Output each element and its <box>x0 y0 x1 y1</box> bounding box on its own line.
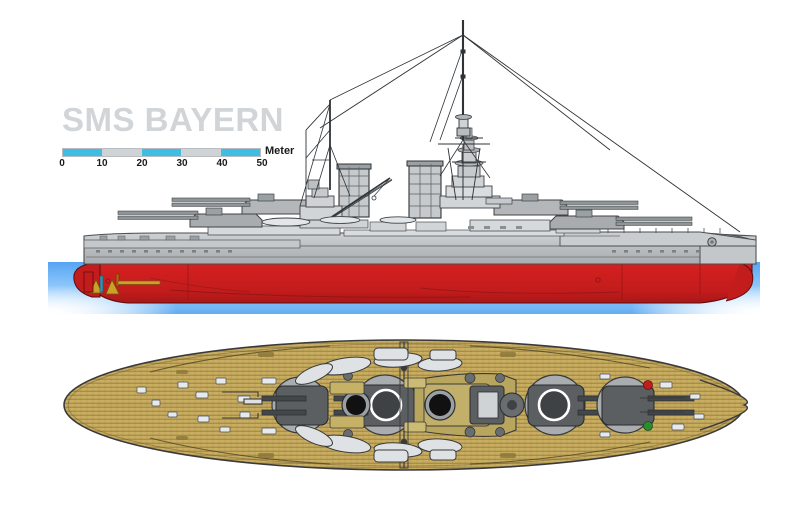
stern-deck-fittings <box>136 377 277 435</box>
plan-superstructure <box>329 341 525 469</box>
nav-light-port-icon <box>643 380 653 390</box>
funnel-fwd <box>406 160 444 219</box>
scale-tick: 10 <box>96 158 108 169</box>
scale-tick: 40 <box>216 158 228 169</box>
turret-aft-upper <box>171 193 317 215</box>
stern-capstan-rails <box>222 391 263 419</box>
anchor-gear <box>640 397 684 413</box>
nav-light-starboard-icon <box>643 421 653 431</box>
main-turrets-profile <box>117 193 693 230</box>
hull-upper <box>83 228 757 265</box>
bow-deck-fittings <box>599 373 705 438</box>
scale-tick: 30 <box>176 158 188 169</box>
bridge-structure <box>439 127 513 209</box>
turret-fwd-upper <box>493 193 639 216</box>
scale-tick: 20 <box>136 158 148 169</box>
masts-and-rigging <box>299 20 741 233</box>
turret-fwd-lower <box>549 209 693 230</box>
page-title: SMS BAYERN <box>62 101 284 138</box>
deck-contents <box>96 341 712 469</box>
scale-tick-labels: 0 10 20 30 40 50 <box>55 158 285 172</box>
aft-superstructure <box>261 177 417 227</box>
plan-turret-aft-lower <box>261 376 329 434</box>
propeller-and-rudder <box>83 271 161 295</box>
plan-boats <box>295 347 463 463</box>
scale-tick: 50 <box>256 158 268 169</box>
deck-edge-detail <box>149 345 651 465</box>
scale-tick: 0 <box>59 158 65 169</box>
scale-unit-label: Meter <box>265 145 295 157</box>
turret-aft-lower <box>117 207 263 228</box>
plan-turret-fwd-upper <box>524 374 613 436</box>
scale-bar <box>62 148 261 157</box>
deck-side-fittings <box>176 352 516 458</box>
plan-turret-fwd-lower <box>596 376 695 434</box>
